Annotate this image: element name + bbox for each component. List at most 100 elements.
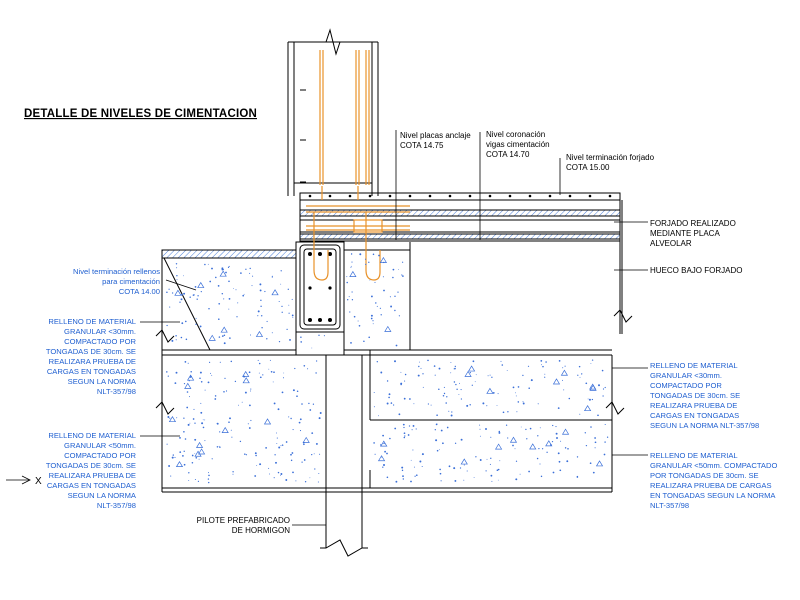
aggregate-dot [551,441,554,443]
aggregate-dot [418,365,420,368]
aggregate-dot [597,414,599,417]
label-forjado-1: FORJADO REALIZADO [650,219,736,228]
aggregate-dot [227,266,230,269]
aggregate-dot [223,298,225,300]
aggregate-dot [394,309,396,312]
aggregate-dot [564,447,567,449]
aggregate-stone [552,378,561,385]
aggregate-dot [540,475,543,478]
aggregate-dot [400,383,402,386]
aggregate-stone [194,450,202,457]
aggregate-dot [228,265,230,267]
aggregate-dot [287,288,289,290]
aggregate-dot [512,386,515,389]
aggregate-dot [200,381,203,383]
aggregate-dot [254,452,257,455]
marker-x: X [35,476,42,487]
aggregate-dot [479,428,481,430]
aggregate-dot [507,437,509,439]
aggregate-dot [211,267,213,270]
aggregate-dot [311,347,313,349]
aggregate-dot [216,422,219,425]
aggregate-stone [184,382,192,389]
aggregate-dot [280,270,282,272]
svg-text:NLT-357/98: NLT-357/98 [97,387,136,396]
aggregate-dot [269,473,271,475]
aggregate-dot [374,281,376,283]
aggregate-stone [377,455,386,462]
svg-text:SEGUN LA NORMA: SEGUN LA NORMA [68,377,137,386]
aggregate-dot [434,429,436,431]
aggregate-dot [558,360,561,362]
aggregate-dot [557,452,560,455]
aggregate-dot [373,442,375,444]
aggregate-dot [225,390,228,392]
aggregate-dot [304,481,307,483]
svg-text:GRANULAR <50mm.: GRANULAR <50mm. [64,441,136,450]
aggregate-dot [319,453,321,455]
aggregate-dot [232,473,234,475]
aggregate-dot [207,263,209,265]
aggregate-dot [228,298,231,300]
aggregate-dot [373,406,375,408]
aggregate-dot [427,403,430,405]
aggregate-dot [351,299,354,301]
aggregate-dot [224,377,226,380]
aggregate-dot [474,381,476,383]
aggregate-dot [413,403,415,405]
aggregate-dot [300,341,303,343]
label-pilote-1: PILOTE PREFABRICADO [197,516,290,525]
aggregate-dot [199,371,202,374]
aggregate-dot [486,458,488,460]
aggregate-dot [555,432,558,435]
aggregate-dot [247,423,249,425]
aggregate-stone [529,443,537,450]
aggregate-dot [576,456,579,458]
aggregate-dot [194,422,196,424]
aggregate-dot [184,438,187,440]
aggregate-dot [232,471,234,473]
aggregate-dot [166,291,168,293]
aggregate-dot [375,302,377,304]
aggregate-dot [357,320,359,322]
aggregate-dot [244,453,246,455]
aggregate-dot [401,261,404,263]
aggregate-dot [218,318,220,320]
aggregate-dot [445,402,447,404]
aggregate-dot [268,467,270,469]
aggregate-dot [520,426,522,428]
aggregate-dot [402,275,404,277]
aggregate-dot [453,467,456,470]
aggregate-dot [346,276,348,278]
aggregate-stone [486,387,494,394]
aggregate-dot [522,401,524,403]
label-forjado-2: MEDIANTE PLACA [650,229,720,238]
aggregate-dot [487,375,489,377]
aggregate-dot [204,419,206,421]
aggregate-dot [197,295,199,297]
aggregate-dot [204,389,206,391]
aggregate-dot [448,410,450,412]
slab-rebar-dots [308,194,612,322]
aggregate-dot [207,478,210,480]
aggregate-dot [507,411,509,413]
aggregate-dot [314,468,316,470]
aggregate-dot [392,268,395,271]
aggregate-dot [234,380,237,383]
aggregate-dot [275,461,277,464]
aggregate-dot [466,470,468,472]
aggregate-dot [590,426,592,428]
aggregate-stone [380,440,388,447]
aggregate-dot [544,373,546,375]
aggregate-dot [606,436,609,438]
aggregate-dot [277,408,280,411]
aggregate-dot [402,478,404,480]
svg-text:REALIZARA PRUEBA DE: REALIZARA PRUEBA DE [49,471,136,480]
aggregate-dot [592,471,595,474]
aggregate-dot [350,266,352,268]
aggregate-dot [186,406,189,409]
aggregate-dot [438,449,440,451]
aggregate-dot [374,453,376,455]
aggregate-dot [528,387,530,389]
aggregate-stone [220,326,228,333]
